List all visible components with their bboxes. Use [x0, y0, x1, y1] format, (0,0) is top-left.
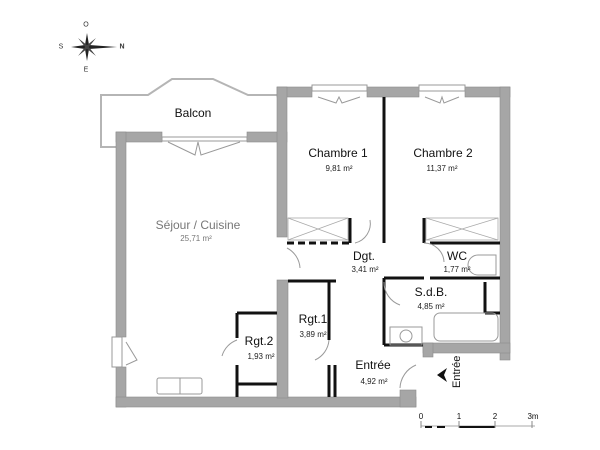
- scale-label-3m: 3m: [527, 412, 539, 421]
- closets: [287, 217, 499, 241]
- exterior-walls: [115, 86, 511, 408]
- room-sdb-name: S.d.B.: [414, 285, 448, 299]
- room-rgt1-name: Rgt.1: [298, 312, 328, 326]
- door-swings: [221, 219, 445, 389]
- compass-north-label: N: [119, 43, 125, 51]
- balcony-outline: [100, 78, 278, 148]
- scale-label-0: 0: [418, 412, 424, 421]
- room-chambre1-name: Chambre 1: [308, 146, 368, 160]
- room-rgt1-area: 3,89 m²: [299, 330, 327, 339]
- room-balcon-name: Balcon: [174, 106, 212, 120]
- washbasin-icon: [389, 326, 423, 346]
- room-wc-name: WC: [447, 249, 467, 263]
- room-entree-area: 4,92 m²: [360, 377, 388, 386]
- room-wc-area: 1,77 m²: [443, 265, 471, 274]
- entrance-label: Entrée: [451, 355, 463, 388]
- room-entree-name: Entrée: [355, 358, 391, 372]
- compass-east-label: E: [83, 66, 89, 74]
- fixtures: [156, 254, 499, 395]
- room-sdb-area: 4,85 m²: [417, 302, 445, 311]
- scale-label-1: 1: [456, 412, 462, 421]
- room-chambre2-name: Chambre 2: [413, 146, 473, 160]
- room-sejour-name: Séjour / Cuisine: [155, 218, 241, 232]
- compass-rose-icon: [71, 33, 117, 61]
- room-rgt2-area: 1,93 m²: [247, 352, 275, 361]
- toilet-icon: [467, 254, 497, 276]
- scale-bar: [420, 421, 535, 428]
- room-dgt-area: 3,41 m²: [351, 265, 379, 274]
- bathtub-icon: [433, 312, 499, 342]
- room-chambre2-area: 11,37 m²: [426, 164, 458, 173]
- scale-label-2: 2: [492, 412, 498, 421]
- entrance-arrow-icon: [437, 368, 447, 382]
- room-sejour-area: 25,71 m²: [180, 234, 212, 243]
- compass-south-label: S: [58, 43, 64, 51]
- compass-west-label: O: [83, 21, 89, 29]
- room-dgt-name: Dgt.: [352, 249, 376, 263]
- windows: [111, 84, 466, 368]
- room-chambre1-area: 9,81 m²: [325, 164, 353, 173]
- room-rgt2-name: Rgt.2: [244, 334, 274, 348]
